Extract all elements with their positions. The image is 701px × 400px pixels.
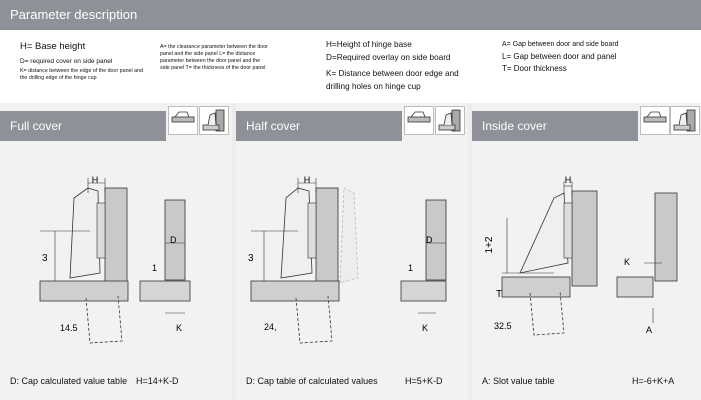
parameter-header: Parameter description — [0, 0, 701, 30]
height-label: 1+2 — [484, 236, 495, 253]
hinge-cup-icon — [435, 106, 465, 135]
formula: H=-6+K+A — [632, 376, 675, 386]
desc-line: T= Door thickness — [502, 64, 567, 73]
height-label: 3 — [248, 253, 254, 264]
table-caption: D: Cap calculated value table — [10, 376, 128, 386]
desc-line: side panel T= the thickness of the door … — [160, 65, 266, 71]
height-label: 3 — [42, 253, 48, 264]
inside-cover-panel: Inside cover H 1+2 T 32.5 K A A: Slot va… — [472, 103, 701, 400]
a-label: A — [646, 325, 652, 335]
desc-line: panel and the side panel L= the distance — [160, 51, 256, 57]
h-label: H — [92, 175, 99, 185]
desc-line: drilling holes on hinge cup — [326, 82, 421, 91]
d-label: D — [426, 235, 433, 245]
k-label: K — [624, 257, 630, 267]
base-height-label: H= Base height — [20, 41, 86, 52]
half-cover-diagram: H 3 24, D 1 K — [248, 175, 447, 344]
dimension-label: 24, — [264, 322, 277, 332]
h-label: H — [304, 175, 311, 185]
dimension-label: 14.5 — [60, 323, 78, 333]
one-label: 1 — [152, 263, 157, 273]
panel-title: Inside cover — [472, 111, 638, 141]
header-title: Parameter description — [10, 7, 138, 22]
t-label: T — [496, 289, 502, 300]
h-label: H — [565, 175, 572, 185]
k-label: K — [422, 323, 428, 333]
hinge-cup-icon — [670, 106, 700, 135]
full-cover-diagram: H 3 14.5 D 1 K — [39, 175, 191, 344]
d-label: D — [170, 235, 177, 245]
one-label: 1 — [408, 263, 413, 273]
full-cover-panel: Full cover H 3 14.5 D 1 K D: Cap calcula… — [0, 103, 232, 400]
dimension-label: 32.5 — [494, 321, 512, 331]
table-caption: A: Slot value table — [482, 376, 555, 386]
hinge-side-icon — [168, 106, 198, 135]
formula: H=14+K-D — [136, 376, 179, 386]
hinge-side-icon — [640, 106, 670, 135]
formula: H=5+K-D — [405, 376, 443, 386]
desc-line: A= Gap between door and side board — [502, 41, 619, 48]
desc-line: D= required cover on side panel — [20, 58, 113, 65]
desc-line: L= Gap between door and panel — [502, 52, 617, 61]
hinge-side-icon — [404, 106, 434, 135]
desc-line: parameter between the door panel and the — [160, 58, 261, 64]
desc-line: K= Distance between door edge and — [326, 69, 459, 78]
panel-title: Full cover — [0, 111, 166, 141]
half-cover-panel: Half cover H 3 24, D 1 K D: Cap table of… — [236, 103, 468, 400]
desc-line: D=Required overlay on side board — [326, 53, 451, 62]
inside-cover-diagram: H 1+2 T 32.5 K A — [484, 175, 678, 336]
desc-line: H=Height of hinge base — [326, 40, 412, 49]
table-caption: D: Cap table of calculated values — [246, 376, 378, 386]
desc-line: the drilling edge of the hinge cup — [20, 75, 97, 81]
hinge-cup-icon — [199, 106, 229, 135]
panel-title: Half cover — [236, 111, 402, 141]
parameter-description: H= Base height D= required cover on side… — [0, 30, 701, 103]
k-label: K — [176, 323, 182, 333]
desc-line: K= distance between the edge of the door… — [20, 68, 143, 74]
desc-line: A= the clearance parameter between the d… — [160, 44, 268, 50]
